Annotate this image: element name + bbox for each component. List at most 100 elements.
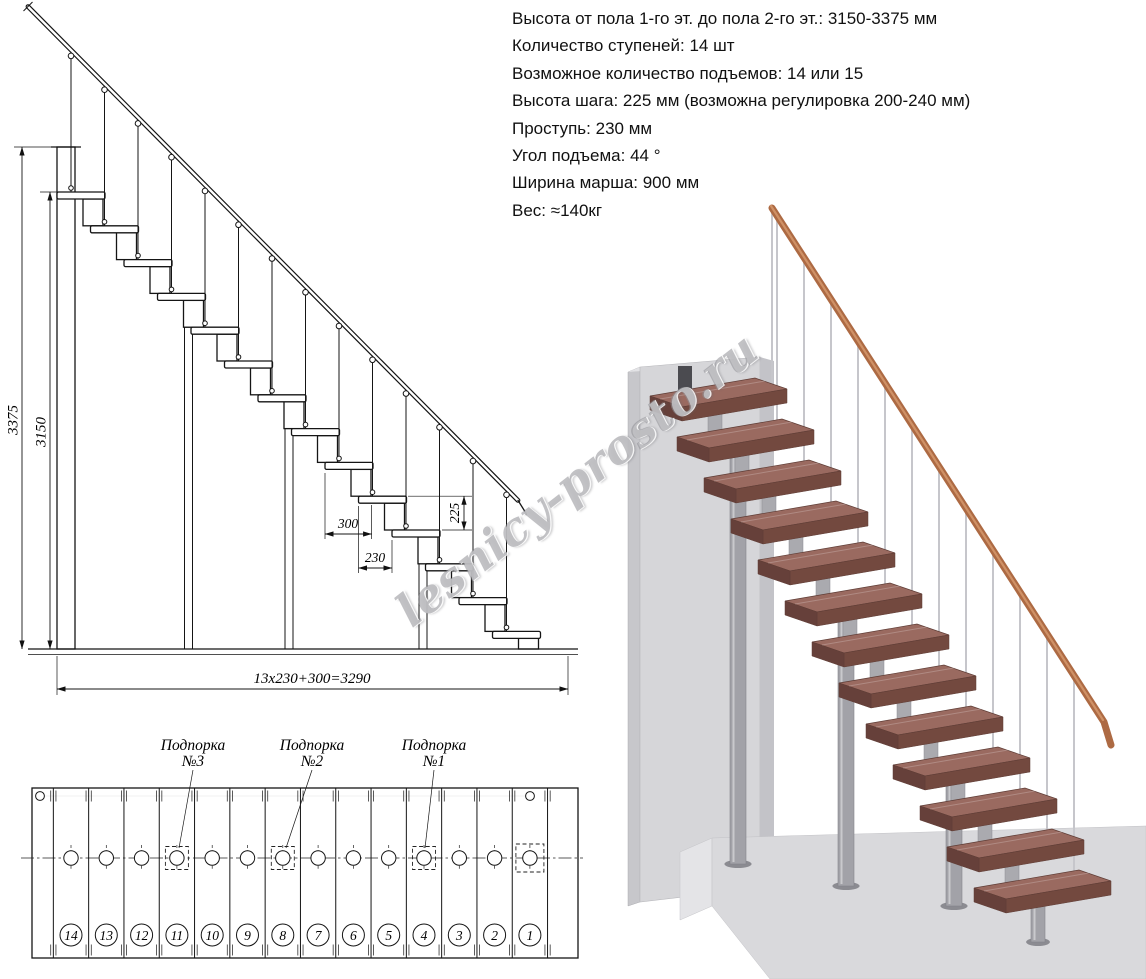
step-tread — [89, 225, 140, 234]
plan-step-13: 13 — [94, 845, 118, 947]
baluster-bottom-joint — [436, 557, 443, 563]
dim-total-height: 3375 — [6, 405, 22, 437]
support-label-1: Подпорка №1 — [401, 737, 467, 849]
step-module — [517, 637, 540, 650]
step-module — [316, 434, 339, 464]
plan-step-number: 1 — [527, 928, 534, 943]
tread-end — [676, 436, 710, 463]
spec-line-tread: Проступь: 230 мм — [512, 118, 653, 138]
render-3d — [627, 204, 1146, 979]
baluster-top-joint — [134, 120, 142, 127]
spec-line-angle: Угол подъема: 44 ° — [512, 146, 661, 166]
base-marker — [515, 843, 545, 873]
post-hole — [416, 850, 432, 866]
plan-step-number: 10 — [205, 928, 219, 943]
leader-line — [424, 769, 435, 849]
dim-total-run-text: 13x230+300=3290 — [254, 671, 371, 687]
post-hole — [451, 850, 467, 866]
step-module — [283, 401, 305, 430]
step-number-circle — [94, 923, 118, 947]
baluster-bottom-joint — [336, 455, 342, 462]
baluster-top-joint — [201, 187, 209, 195]
dim-total-run: 13x230+300=3290 — [56, 656, 569, 695]
dim-225: 225 — [408, 495, 472, 531]
dim-step-run: 230 — [365, 550, 386, 565]
step-tread — [190, 326, 240, 335]
baluster-bottom-joint — [101, 219, 108, 225]
tread-end — [973, 887, 1007, 914]
step-number-circle — [518, 923, 542, 947]
side-step-4 — [391, 389, 441, 565]
post-hole — [381, 850, 397, 866]
side-step-13 — [89, 85, 140, 261]
tread-end — [865, 723, 899, 750]
plan-step-3: 3 — [447, 845, 471, 947]
side-step-12 — [123, 119, 173, 295]
dim-flight-height: 3150 — [34, 417, 50, 449]
baluster-top-joint — [101, 86, 108, 93]
plan-step-number: 11 — [171, 928, 184, 943]
plan-step-number: 3 — [455, 928, 463, 943]
dim-300: 300 — [324, 473, 372, 539]
side-steps — [56, 51, 542, 650]
step-module — [383, 502, 406, 531]
step-tread — [424, 563, 475, 572]
plan-step-number: 12 — [135, 928, 149, 943]
spec-line-steps: Количество ступеней: 14 шт — [512, 36, 735, 56]
baluster-bottom-joint — [269, 388, 275, 394]
step-module — [484, 603, 506, 633]
support-label-3-line1: Подпорка — [160, 737, 226, 754]
spec-line-width: Ширина марша: 900 мм — [512, 173, 700, 193]
stairs-3d — [649, 204, 1115, 946]
step-tread — [290, 427, 341, 437]
plan-step-10: 10 — [200, 845, 224, 947]
render-tread-1 — [973, 869, 1112, 914]
side-step-9 — [223, 220, 274, 396]
wall-left-edge — [627, 366, 641, 907]
entry-post-body — [56, 146, 76, 650]
baluster-top-joint — [302, 288, 309, 296]
post-hole — [204, 850, 220, 866]
step-module — [450, 570, 473, 599]
leader-line — [285, 769, 313, 849]
step-number-circle — [447, 923, 471, 947]
side-step-10 — [190, 186, 240, 362]
handrail — [23, 1, 528, 515]
support-label-3-line2: №3 — [181, 753, 205, 770]
side-step-8 — [257, 254, 307, 430]
plan-step-5: 5 — [377, 845, 401, 947]
step-module — [249, 367, 272, 396]
rail-end-cap-left — [35, 791, 45, 801]
plan-step-8: 8 — [270, 845, 295, 947]
floor-edge-face — [679, 837, 713, 921]
support-label-2-line2: №2 — [300, 753, 324, 770]
baluster-bottom-joint — [503, 624, 510, 631]
plan-step-number: 7 — [315, 928, 323, 943]
step-number-circle — [483, 923, 507, 947]
specs-panel: Высота от пола 1-го эт. до пола 2-го эт.… — [512, 5, 1144, 224]
step-number-circle — [341, 923, 365, 947]
dim-3150: 3150 — [34, 191, 57, 650]
support-label-1-line1: Подпорка — [401, 737, 467, 754]
spec-line-rises: Возможное количество подъемов: 14 или 15 — [512, 63, 864, 83]
spec-line-height: Высота от пола 1-го эт. до пола 2-го эт.… — [512, 9, 938, 28]
baluster-top-joint — [67, 52, 75, 60]
baluster-bottom-joint — [135, 252, 141, 259]
baluster-top-joint — [402, 390, 410, 397]
step-tread — [223, 360, 274, 369]
baluster-top-joint — [469, 457, 477, 465]
post-hole — [133, 850, 150, 866]
post-hole — [98, 850, 115, 866]
plan-step-number: 2 — [491, 928, 498, 943]
post-hole — [310, 850, 326, 866]
step-number-circle — [130, 923, 154, 947]
render-column — [832, 611, 860, 890]
handrail-inner — [26, 5, 520, 502]
plan-step-12: 12 — [130, 845, 154, 947]
post-hole — [239, 850, 256, 866]
leader-line — [178, 769, 194, 849]
tread-end — [730, 518, 764, 545]
